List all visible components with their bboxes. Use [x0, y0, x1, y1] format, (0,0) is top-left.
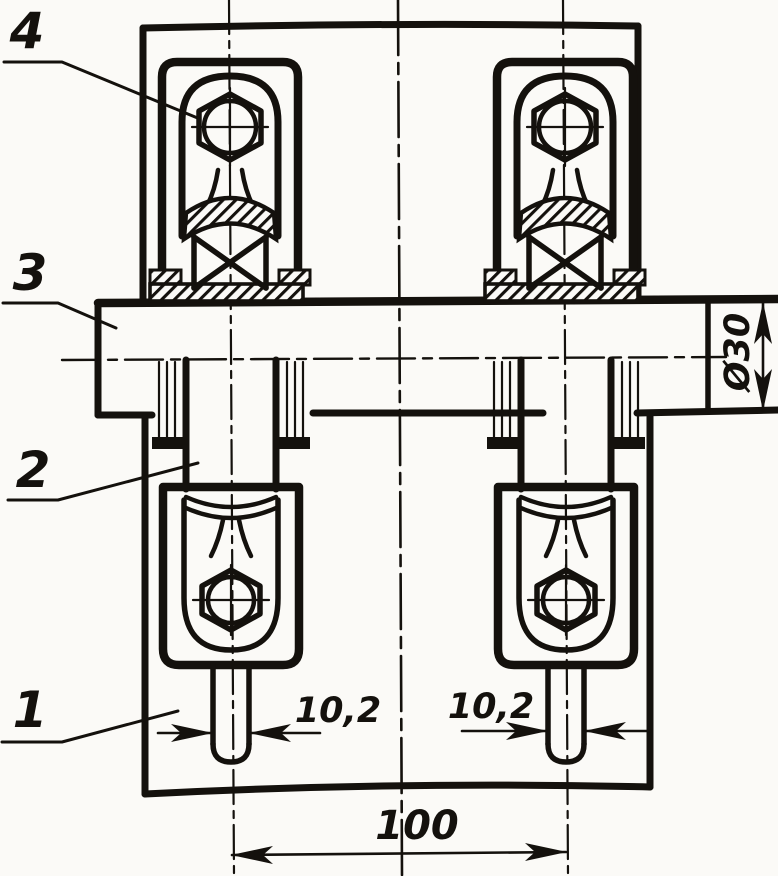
- shaft: [60, 294, 778, 419]
- left-lower-bolt-assembly: [152, 360, 310, 762]
- leader-part-4: [2, 60, 202, 121]
- part-label-shaft: 3: [13, 244, 48, 302]
- dim-text-shaft-diameter: Ø30: [718, 313, 758, 393]
- mounting-plate: [139, 20, 654, 798]
- dim-text-stud-right: 10,2: [448, 687, 534, 727]
- right-bolt-axis: [561, 0, 570, 876]
- center-axis-line: [396, 0, 404, 876]
- leader-part-3: [1, 301, 118, 330]
- leader-part-1: [0, 709, 180, 744]
- shaft-centerline: [60, 355, 728, 362]
- dim-text-stud-left: 10,2: [295, 691, 381, 731]
- part-label-bolt: 4: [9, 2, 45, 60]
- dimension-stud-right: 10,2: [448, 687, 652, 740]
- part-label-plate: 1: [13, 681, 48, 739]
- left-bolt-axis: [227, 0, 236, 876]
- leader-part-2: [6, 461, 200, 502]
- dimension-bolt-spacing: 100: [230, 803, 568, 864]
- leader-lines: [0, 60, 202, 744]
- part-label-sleeve: 2: [16, 441, 51, 499]
- dim-text-bolt-spacing: 100: [375, 803, 459, 849]
- dimension-shaft-diameter: Ø30: [718, 301, 772, 412]
- dimension-stud-left: 10,2: [156, 691, 381, 742]
